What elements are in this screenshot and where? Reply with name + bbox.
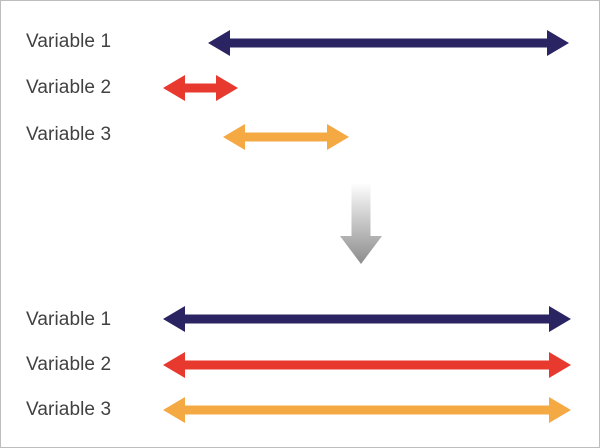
bottom-arrow-3 [163, 397, 571, 423]
downward-gradient-arrow-shape [340, 183, 382, 264]
top-arrow-3 [223, 124, 349, 150]
bottom-label-variable-1: Variable 1 [26, 309, 112, 330]
top-arrow-1 [208, 30, 569, 56]
bottom-label-variable-2: Variable 2 [26, 354, 112, 375]
top-label-variable-1: Variable 1 [26, 31, 112, 52]
top-arrow-2 [163, 75, 238, 101]
bottom-label-variable-3: Variable 3 [26, 399, 112, 420]
bottom-arrow-1 [163, 306, 571, 332]
top-label-variable-3: Variable 3 [26, 124, 112, 145]
bottom-arrow-2 [163, 352, 571, 378]
top-label-variable-2: Variable 2 [26, 77, 112, 98]
